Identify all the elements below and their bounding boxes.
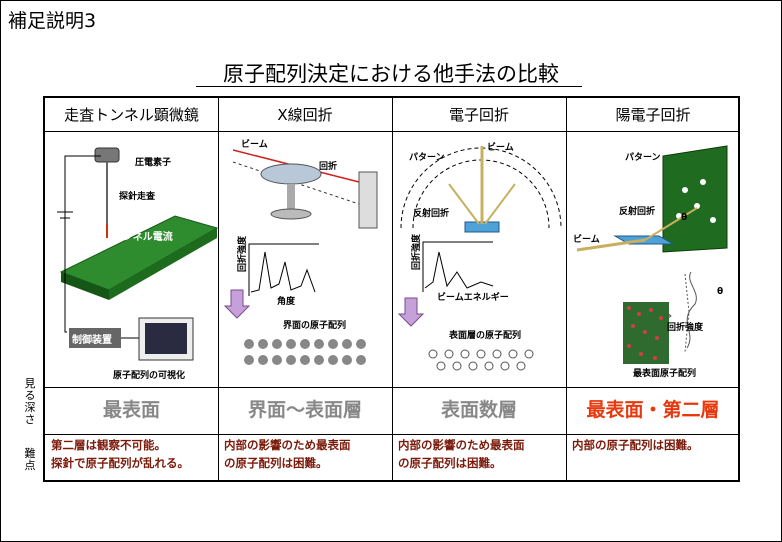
depth-stm: 最表面 [102, 398, 160, 421]
xrd-illustration: ビーム 回折 回折強度 角度 界面の原子配列 [223, 138, 378, 365]
electron-diffraction-illustration: パターン ビーム 反射回折 回折強度 ビームエネルギー 表面層の原子配列 [397, 141, 562, 371]
label-control-unit: 制御装置 [72, 333, 112, 346]
label-piezo: 圧電素子 [135, 156, 171, 168]
title-underline [196, 86, 582, 87]
label-x-axis: 角度 [277, 295, 296, 307]
xrd-spectrum [250, 251, 316, 293]
control-unit [69, 328, 121, 348]
label-scan: 探針走査 [119, 190, 156, 202]
difficulty-line: の原子配列は困難。 [398, 456, 502, 470]
label-tunnel-current: トンネル電流 [113, 230, 173, 243]
surface-atoms [428, 349, 534, 371]
difficulty-divider [45, 434, 738, 435]
difficulty-stm: 第二層は観察不可能。 探針で原子配列が乱れる。 [45, 436, 218, 472]
page-title: 原子配列決定における他手法の比較 [223, 62, 559, 86]
column-divider [392, 98, 393, 480]
ed-spectrum [424, 251, 494, 289]
stm-illustration: 圧電素子 探針走査 トンネル電流 制御装置 原子配列の可視化 [57, 147, 218, 381]
circuit-wire [64, 155, 101, 333]
positron-beam [576, 238, 646, 252]
label-beam: ビーム [487, 141, 514, 153]
depth-xrd: 界面～表面層 [247, 398, 362, 421]
positron-diffraction-illustration: パターン 反射回折 θ ビーム θ 回折強度 最表面原子配列 [573, 145, 728, 379]
header-stm: 走査トンネル顕微鏡 [64, 106, 199, 124]
label-intensity: 回折強度 [667, 321, 704, 333]
difficulty-xrd: 内部の影響のため最表面 の原子配列は困難。 [218, 436, 392, 472]
label-theta-angle: θ [717, 287, 723, 297]
down-arrow-icon [223, 289, 251, 319]
slide-label: 補足説明3 [8, 10, 97, 32]
label-atoms: 最表面原子配列 [633, 367, 696, 379]
detector [358, 171, 378, 229]
label-visualization: 原子配列の可視化 [113, 369, 185, 381]
label-y-axis: 回折強度 [236, 235, 248, 272]
label-atoms: 表面層の原子配列 [448, 329, 521, 341]
label-x-axis: ビームエネルギー [437, 291, 509, 303]
difficulty-positron-diffraction: 内部の原子配列は困難。 [566, 436, 740, 454]
label-beam: ビーム [573, 233, 600, 245]
difficulty-electron-diffraction: 内部の影響のため最表面 の原子配列は困難。 [392, 436, 566, 472]
difficulty-line: 内部の影響のため最表面 [398, 438, 525, 452]
difficulty-line: 内部の影響のため最表面 [224, 438, 351, 452]
difficulty-line: の原子配列は困難。 [224, 456, 328, 470]
header-positron-diffraction: 陽電子回折 [615, 106, 691, 124]
header-xrd: X線回折 [277, 106, 333, 124]
difficulty-line: 第二層は観察不可能。 [51, 438, 166, 452]
depth-divider [45, 387, 738, 388]
difficulty-line: 内部の原子配列は困難。 [572, 438, 699, 452]
column-divider [218, 98, 219, 480]
difficulty-line: 探針で原子配列が乱れる。 [51, 456, 189, 470]
label-theta: θ [681, 213, 687, 223]
down-arrow-icon [397, 297, 425, 327]
side-label-depth: 見る深さ [24, 377, 36, 426]
diffraction-screen [662, 145, 728, 253]
ed-chart-axes [422, 241, 493, 292]
label-beam: ビーム [241, 138, 268, 150]
sample-edge [109, 228, 217, 300]
depth-positron-diffraction: 最表面・第二層 [586, 398, 720, 421]
xrd-stage [260, 163, 322, 185]
side-label-difficulty: 難点 [24, 447, 36, 472]
header-divider [45, 131, 738, 132]
pd-spectrum [686, 271, 697, 349]
header-electron-diffraction: 電子回折 [448, 106, 509, 124]
label-reflection: 反射回折 [413, 207, 449, 219]
label-atoms: 界面の原子配列 [283, 319, 346, 331]
xrd-chart-axes [248, 243, 319, 296]
column-divider [566, 98, 567, 480]
label-pattern: パターン [409, 151, 445, 163]
depth-electron-diffraction: 表面数層 [440, 398, 517, 421]
label-reflection: 反射回折 [619, 205, 655, 217]
label-diffraction: 回折 [319, 160, 337, 172]
comparison-table: 走査トンネル顕微鏡 X線回折 電子回折 陽電子回折 圧電素子 探針走査 トンネル… [43, 96, 740, 482]
label-y-axis: 回折強度 [410, 233, 422, 270]
piezo-element [94, 147, 120, 163]
interface-atoms [244, 339, 366, 365]
label-pattern: パターン [625, 151, 661, 163]
